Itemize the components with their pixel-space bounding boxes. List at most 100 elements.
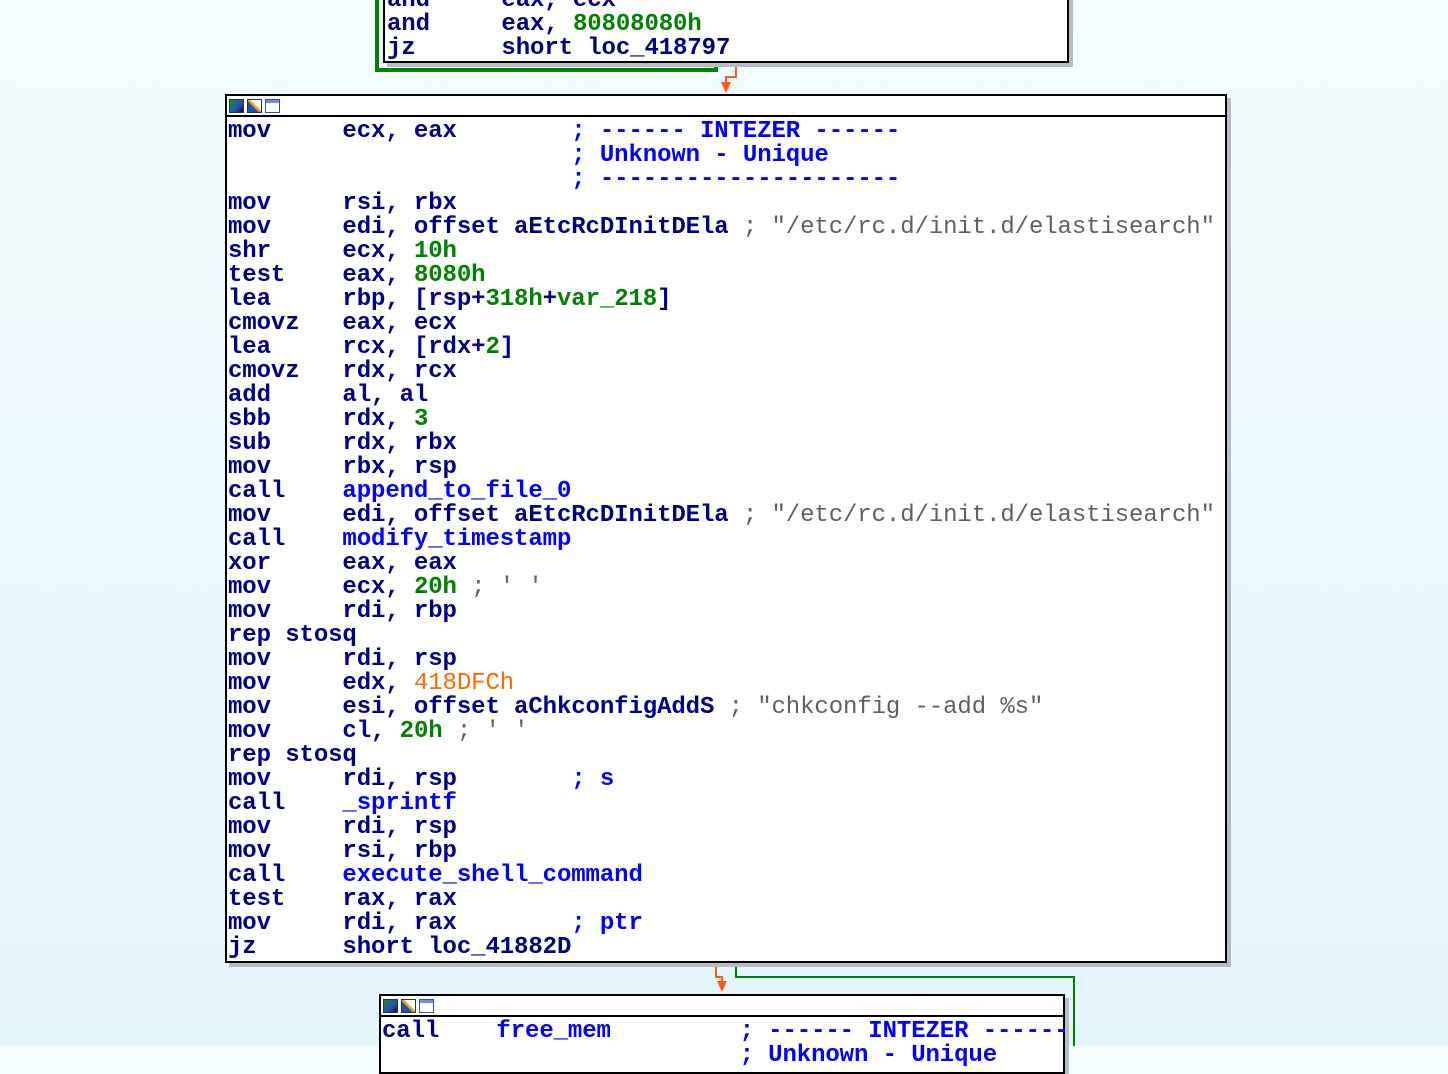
string-comment: ; ' '	[456, 574, 543, 601]
operand: rdi, rsp	[342, 766, 572, 793]
instruction-line[interactable]: add al, al	[228, 384, 1225, 408]
instruction-line[interactable]: mov rdi, rsp	[228, 816, 1225, 840]
instruction-line[interactable]: lea rbp, [rsp+318h+var_218]	[228, 288, 1225, 312]
operand: ecx, eax	[342, 118, 572, 145]
window-list-icon[interactable]	[265, 98, 280, 113]
symbol-name[interactable]: free_mem	[496, 1018, 740, 1045]
instruction-line[interactable]: mov rdi, rax ; ptr	[228, 912, 1225, 936]
instruction-line[interactable]: mov rsi, rbp	[228, 840, 1225, 864]
instruction-line[interactable]: mov rsi, rbx	[228, 192, 1225, 216]
instruction-line[interactable]: call free_mem ; ------ INTEZER ------	[382, 1018, 1069, 1045]
edge-false-down	[715, 962, 717, 978]
symbol-name[interactable]: modify_timestamp	[342, 526, 572, 553]
mnemonic: mov	[228, 766, 343, 793]
mnemonic: call	[228, 526, 343, 553]
mnemonic: sbb	[228, 406, 343, 433]
instruction-line[interactable]: mov edx, 418DFCh	[228, 672, 1225, 696]
instruction-line[interactable]: cmovz eax, ecx	[228, 312, 1225, 336]
operand: ecx,	[342, 238, 414, 265]
address-literal[interactable]: 418DFCh	[413, 670, 515, 697]
instruction-line[interactable]: mov rbx, rsp	[228, 456, 1225, 480]
mnemonic: test	[228, 262, 343, 289]
operand: rdi, rbp	[342, 598, 457, 625]
mnemonic: lea	[228, 334, 343, 361]
graph-color-icon[interactable]	[383, 998, 398, 1013]
basic-block-bottom[interactable]: call free_mem ; ------ INTEZER ------ ; …	[379, 994, 1069, 1074]
mnemonic: add	[228, 382, 343, 409]
operand: eax, ecx	[501, 0, 616, 14]
mnemonic: lea	[228, 286, 343, 313]
operand: rdi, rsp	[342, 814, 457, 841]
instruction-line[interactable]: test rax, rax	[228, 888, 1225, 912]
block-header	[227, 96, 1225, 117]
comment: ; ------ INTEZER ------	[739, 1018, 1069, 1045]
edge-false-down	[735, 62, 737, 78]
instruction-line[interactable]: rep stosq	[228, 624, 1225, 648]
mnemonic: mov	[228, 670, 343, 697]
comment: ; Unknown - Unique	[739, 1042, 998, 1069]
instruction-line[interactable]: mov cl, 20h ; ' '	[228, 720, 1225, 744]
edge-false-down	[725, 76, 737, 78]
instruction-line[interactable]: lea rcx, [rdx+2]	[228, 336, 1225, 360]
instruction-line[interactable]: test eax, 8080h	[228, 264, 1225, 288]
instruction-line[interactable]: jz short loc_418797	[387, 37, 1067, 61]
instruction-line[interactable]: sbb rdx, 3	[228, 408, 1225, 432]
symbol-name[interactable]: append_to_file_0	[342, 478, 572, 505]
instruction-line[interactable]: call execute_shell_command	[228, 864, 1225, 888]
operand: al, al	[342, 382, 429, 409]
operand: edx,	[342, 670, 414, 697]
mnemonic: call	[228, 790, 343, 817]
operand: ecx,	[342, 574, 414, 601]
mnemonic: jz	[228, 934, 343, 961]
mnemonic: mov	[228, 190, 343, 217]
instruction-line[interactable]: xor eax, eax	[228, 552, 1225, 576]
instruction-line[interactable]: shr ecx, 10h	[228, 240, 1225, 264]
mnemonic: mov	[228, 502, 343, 529]
operand: rdx,	[342, 406, 414, 433]
instruction-line[interactable]: ; Unknown - Unique	[382, 1044, 1063, 1068]
instruction-line[interactable]: mov esi, offset aChkconfigAddS ; "chkcon…	[228, 696, 1225, 720]
string-comment: ; "/etc/rc.d/init.d/elastisearch"	[742, 502, 1215, 529]
rename-pencil-icon[interactable]	[401, 998, 416, 1013]
string-comment: ; "chkconfig --add %s"	[728, 694, 1044, 721]
window-list-icon[interactable]	[419, 998, 434, 1013]
mnemonic: cmovz	[228, 310, 343, 337]
instruction-line[interactable]: sub rdx, rbx	[228, 432, 1225, 456]
instruction-line[interactable]: mov ecx, eax ; ------ INTEZER ------	[228, 120, 1225, 144]
instruction-line[interactable]: ; ---------------------	[228, 168, 1225, 192]
instruction-line[interactable]: mov rdi, rsp ; s	[228, 768, 1225, 792]
instruction-line[interactable]: mov edi, offset aEtcRcDInitDEla ; "/etc/…	[228, 504, 1225, 528]
mnemonic: mov	[228, 598, 343, 625]
symbol-name[interactable]: _sprintf	[342, 790, 457, 817]
instruction-line[interactable]: mov edi, offset aEtcRcDInitDEla ; "/etc/…	[228, 216, 1225, 240]
mnemonic: mov	[228, 574, 343, 601]
instruction-line[interactable]: rep stosq	[228, 744, 1225, 768]
edge-false-down	[715, 976, 723, 978]
instruction-line[interactable]: cmovz rdx, rcx	[228, 360, 1225, 384]
instruction-line[interactable]: and eax, ecx	[387, 0, 1067, 13]
instruction-line[interactable]: and eax, 80808080h	[387, 13, 1067, 37]
operand: eax, eax	[342, 550, 457, 577]
mnemonic: sub	[228, 430, 343, 457]
instruction-line[interactable]: jz short loc_41882D	[228, 936, 1225, 960]
instruction-line[interactable]: call append_to_file_0	[228, 480, 1225, 504]
operand: eax,	[501, 11, 573, 38]
graph-color-icon[interactable]	[229, 98, 244, 113]
number-literal: 8080h	[413, 262, 486, 289]
instruction-line[interactable]: mov rdi, rbp	[228, 600, 1225, 624]
rename-pencil-icon[interactable]	[247, 98, 262, 113]
operand	[382, 1042, 740, 1069]
operand: ]	[499, 334, 515, 361]
mnemonic: and	[387, 0, 502, 14]
instruction-line[interactable]: ; Unknown - Unique	[228, 144, 1225, 168]
operand: rsi, rbp	[342, 838, 457, 865]
instruction-line[interactable]: mov ecx, 20h ; ' '	[228, 576, 1225, 600]
instruction-line[interactable]: call modify_timestamp	[228, 528, 1225, 552]
mnemonic: mov	[228, 814, 343, 841]
mnemonic: rep stosq	[228, 742, 357, 769]
symbol-name[interactable]: execute_shell_command	[342, 862, 643, 889]
instruction-line[interactable]: mov rdi, rsp	[228, 648, 1225, 672]
instruction-line[interactable]: call _sprintf	[228, 792, 1225, 816]
basic-block-main[interactable]: mov ecx, eax ; ------ INTEZER ------ ; U…	[225, 94, 1227, 963]
